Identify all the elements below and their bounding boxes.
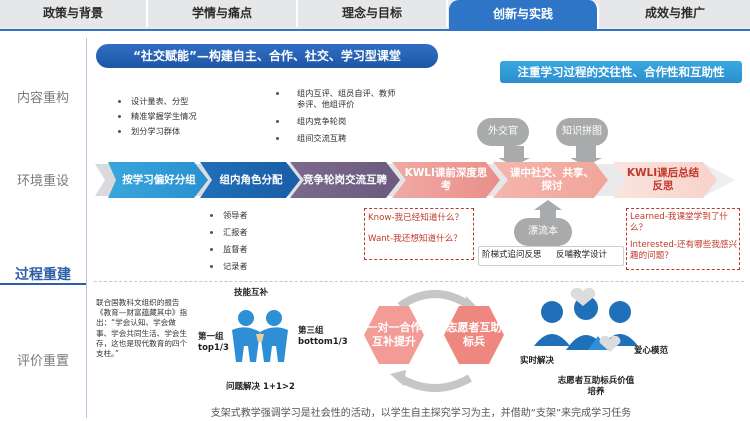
hex-volunteer: 志愿者互助标兵 <box>446 321 502 348</box>
bullet-list-mid: 组内互评、组员自评、教师参评、他组评价 组内竞争轮岗 组间交流互聘 <box>276 88 396 144</box>
step-rotation: 竞争轮岗交流互聘 <box>303 173 387 186</box>
kwli-know: Know-我已经知道什么？ <box>368 213 464 223</box>
bullet-item: 组内竞争轮岗 <box>297 116 347 126</box>
hex-one-to-one: 一对一合作互补提升 <box>366 321 422 348</box>
unesco-quote: 联合国教科文组织的报告《教育—财富蕴藏其中》指出：“学会认知、学会做事、学会共同… <box>96 298 188 359</box>
main-title: “社交赋能”—构建自主、合作、社交、学习型课堂 <box>96 44 438 68</box>
kwli-want: Want-我还想知道什么？ <box>368 234 462 244</box>
kwli-pre-box: Know-我已经知道什么？ Want-我还想知道什么？ <box>364 208 474 260</box>
group-three: 第三组bottom1/3 <box>298 326 348 347</box>
label-evaluation: 评价重置 <box>16 354 69 369</box>
drift-arrow <box>534 200 562 220</box>
tab-concept[interactable]: 理念与目标 <box>298 0 448 27</box>
step-kwli-pre: KWLI课前深度思考 <box>404 167 488 192</box>
feedback-teaching: 反哺教学设计 <box>556 250 608 260</box>
kids-icon <box>232 310 288 362</box>
heart-icon <box>570 288 596 306</box>
bubble-drift-book: 漂流本 <box>514 218 572 246</box>
volunteer-value: 志愿者互助标兵价值培养 <box>557 376 635 397</box>
feedback-bar <box>478 246 624 266</box>
tab-innovation[interactable]: 创新与实践 <box>449 0 599 29</box>
bubble-arrows <box>498 146 602 166</box>
bubble-exchange: 外交官 <box>477 118 529 146</box>
role-item: 监督者 <box>223 244 248 254</box>
role-item: 汇报者 <box>223 227 248 237</box>
group-one: 第一组top1/3 <box>198 332 229 353</box>
step-social-share: 课中社交、共享、探讨 <box>510 167 594 192</box>
bullet-list-left: 设计量表、分型 精准掌握学生情况 划分学习群体 <box>118 96 258 137</box>
bubble-puzzle: 知识拼图 <box>556 118 608 146</box>
step-kwli-post: KWLI课后总结反思 <box>626 167 700 192</box>
kwli-post-box: Learned-我课堂学到了什么？ Interested-还有哪些我感兴趣的问题… <box>626 208 740 270</box>
sub-title: 注重学习过程的交往性、合作性和互助性 <box>500 61 742 83</box>
kwli-learned: Learned-我课堂学到了什么？ <box>630 212 729 233</box>
role-item: 记录者 <box>223 261 248 271</box>
bullet-item: 精准掌握学生情况 <box>131 111 197 121</box>
label-process: 过程重建 <box>15 267 71 283</box>
role-item: 领导者 <box>223 210 248 220</box>
tab-results[interactable]: 成效与推广 <box>600 0 750 27</box>
tab-learning[interactable]: 学情与痛点 <box>148 0 298 27</box>
ladder-question: 阶梯式追问反思 <box>482 250 542 260</box>
bullet-item: 组间交流互聘 <box>297 133 347 143</box>
bullet-item: 组内互评、组员自评、教师参评、他组评价 <box>297 88 396 109</box>
hex-shape-2 <box>444 306 504 364</box>
side-divider <box>86 38 87 418</box>
people-icon <box>534 296 638 350</box>
tab-policy[interactable]: 政策与背景 <box>0 0 148 27</box>
kwli-interested: Interested-还有哪些我感兴趣的问题？ <box>630 240 738 261</box>
label-environment: 环境重设 <box>16 174 69 189</box>
process-steps <box>108 162 717 198</box>
step-group-by-preference: 按学习偏好分组 <box>122 173 196 186</box>
section-divider <box>94 281 744 282</box>
step-role-assignment: 组内角色分配 <box>219 173 283 186</box>
tab-underline <box>0 29 750 31</box>
process-underline <box>0 283 86 285</box>
role-list: 领导者 汇报者 监督者 记录者 <box>210 210 280 272</box>
bullet-item: 设计量表、分型 <box>131 96 189 106</box>
realtime-solve: 实时解决 <box>520 356 555 366</box>
footer-note: 支架式教学强调学习是社会性的活动，以学生自主探究学习为主，并借助“支架”来完成学… <box>210 408 632 419</box>
bullet-item: 划分学习群体 <box>131 126 181 136</box>
heart-icon-small <box>599 336 621 352</box>
hex-shape-1 <box>364 306 424 364</box>
skill-complement: 技能互补 <box>234 288 269 298</box>
label-content: 内容重构 <box>16 91 69 106</box>
problem-solving: 问题解决 1+1>2 <box>226 382 295 392</box>
love-model: 爱心模范 <box>634 346 669 356</box>
